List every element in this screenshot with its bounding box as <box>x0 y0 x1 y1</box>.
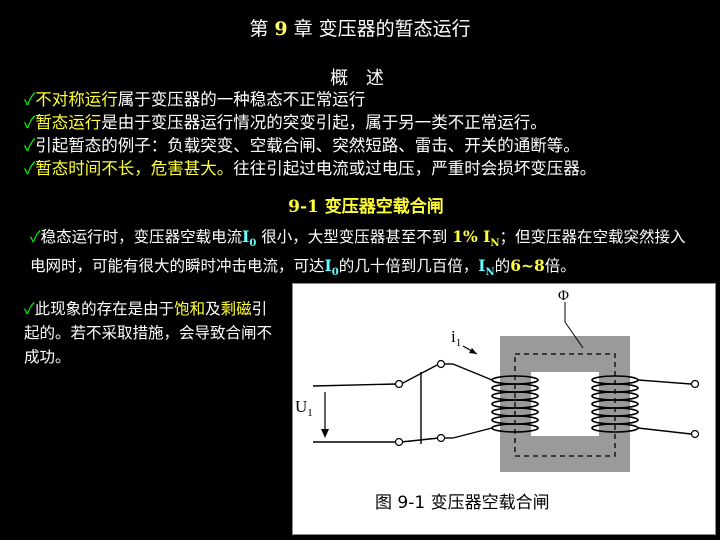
bullet-highlight: 暂态运行 <box>35 113 102 132</box>
terminal <box>394 379 404 389</box>
check-icon: ✓ <box>30 228 41 246</box>
remanence-term: 剩磁 <box>220 300 252 318</box>
para-text: 倍。 <box>544 257 576 276</box>
switch-contact <box>436 359 446 369</box>
check-icon: ✓ <box>24 300 35 318</box>
overview-heading: 概 述 <box>330 68 390 89</box>
title-prefix: 第 <box>249 18 275 40</box>
bullet-text: 是由于变压器运行情况的突变引起，属于另一类不正常运行。 <box>101 113 547 132</box>
transformer-diagram: Φ <box>292 283 716 535</box>
title-suffix: 章 变压器的暂态运行 <box>287 18 471 40</box>
bullet-item: ✓引起暂态的例子：负载突变、空载合闸、突然短路、雷击、开关的通断等。 <box>24 134 596 157</box>
current-label: i1 <box>451 327 461 349</box>
primary-circuit <box>312 363 493 444</box>
bullet-text: 引起暂态的例子：负载突变、空载合闸、突然短路、雷击、开关的通断等。 <box>35 136 580 155</box>
transformer-core <box>500 336 630 472</box>
terminal <box>394 437 404 447</box>
check-icon: ✓ <box>24 113 36 132</box>
para-text: 此现象的存在是由于 <box>34 300 175 318</box>
symbol-i0: I0 <box>324 256 339 279</box>
para-text: 及 <box>205 300 221 318</box>
bullet-highlight: 不对称运行 <box>35 90 118 109</box>
figure-caption: 图 9-1 变压器空载合闸 <box>375 493 550 513</box>
cause-paragraph: ✓此现象的存在是由于饱和及剩磁引起的。若不采取措施，会导致合闸不成功。 <box>24 297 274 369</box>
terminal <box>690 429 700 439</box>
symbol-1pct-in: 1% IN <box>452 227 500 250</box>
bullet-item: ✓不对称运行属于变压器的一种稳态不正常运行 <box>24 88 596 111</box>
symbol-in: IN <box>478 256 495 279</box>
check-icon: ✓ <box>24 90 36 109</box>
voltage-label: U1 <box>295 397 313 419</box>
para-text: 的几十倍到几百倍， <box>338 257 479 276</box>
saturation-term: 饱和 <box>174 300 206 318</box>
inrush-paragraph: ✓稳态运行时，变压器空载电流I0 很小，大型变压器甚至不到 1% IN；但变压器… <box>30 226 690 284</box>
flux-label: Φ <box>558 288 569 304</box>
para-text: ；但变压器在空载突然接入电网时，可能有很大的瞬时冲击电流，可达 <box>30 228 686 276</box>
secondary-winding <box>591 375 639 433</box>
para-text: 很小，大型变压器甚至不到 <box>256 228 453 246</box>
terminal <box>690 379 700 389</box>
chapter-number: 9 <box>274 18 288 40</box>
bullet-text: 往往引起过电流或过电压，严重时会损坏变压器。 <box>233 159 597 178</box>
check-icon: ✓ <box>24 136 36 155</box>
para-text: 稳态运行时，变压器空载电流 <box>40 228 243 246</box>
primary-winding <box>491 375 539 433</box>
section-title: 9-1 变压器空载合闸 <box>288 197 444 217</box>
secondary-circuit <box>637 379 692 435</box>
para-text: 引起的。若不采取措施，会导致合闸不成功。 <box>24 300 273 366</box>
multiplier-range: 6~8 <box>510 256 545 276</box>
switch-contact <box>436 433 446 443</box>
check-icon: ✓ <box>24 159 36 178</box>
flux-path <box>514 353 616 457</box>
bullet-item: ✓暂态运行是由于变压器运行情况的突变引起，属于另一类不正常运行。 <box>24 111 596 134</box>
bullet-text: 属于变压器的一种稳态不正常运行 <box>117 90 366 109</box>
para-text: 的 <box>494 257 511 276</box>
slide-title: 第 9 章 变压器的暂态运行 <box>0 14 720 41</box>
bullet-list: ✓不对称运行属于变压器的一种稳态不正常运行 ✓暂态运行是由于变压器运行情况的突变… <box>24 88 596 180</box>
bullet-item: ✓暂态时间不长，危害甚大。往往引起过电流或过电压，严重时会损坏变压器。 <box>24 157 596 180</box>
symbol-i0: I0 <box>242 227 257 250</box>
bullet-highlight: 暂态时间不长，危害甚大。 <box>35 159 234 178</box>
